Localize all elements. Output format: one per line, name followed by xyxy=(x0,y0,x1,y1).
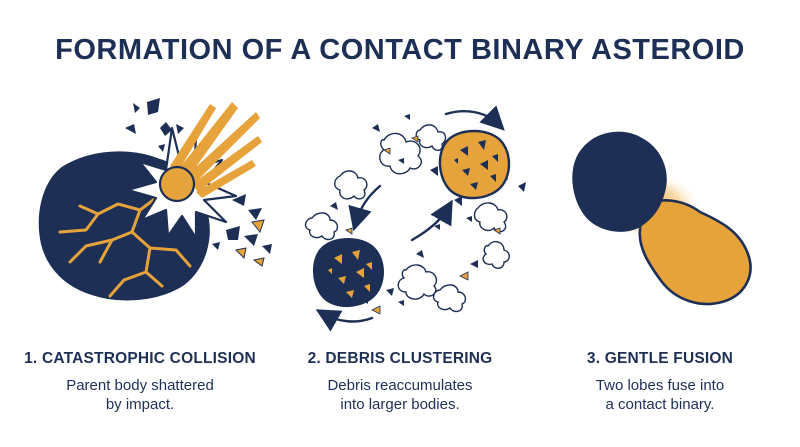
impactor xyxy=(158,165,196,203)
debris-clustering-illustration xyxy=(304,105,526,332)
arrow-bottom xyxy=(315,309,374,332)
page-title: FORMATION OF A CONTACT BINARY ASTEROID xyxy=(55,34,745,66)
step-heading: 3. GENTLE FUSION xyxy=(586,350,734,367)
orange-clump-spots xyxy=(454,140,498,190)
collision-fragments xyxy=(125,98,272,254)
collision-fragments-orange xyxy=(234,219,265,267)
orange-lobe xyxy=(638,199,752,306)
step-collision: 1. CATASTROPHIC COLLISION Parent body sh… xyxy=(10,350,270,414)
step-heading: 1. CATASTROPHIC COLLISION xyxy=(24,350,256,367)
step-debris-clustering: 2. DEBRIS CLUSTERING Debris reaccumulate… xyxy=(270,350,530,414)
arrow-left xyxy=(348,184,382,232)
arrow-right xyxy=(410,199,453,242)
collision-illustration xyxy=(38,98,272,301)
navy-clump-spots xyxy=(328,250,372,298)
step-description: Two lobes fuse into a contact binary. xyxy=(595,377,725,413)
step-description: Debris reaccumulates into larger bodies. xyxy=(327,377,473,413)
arrow-top xyxy=(444,105,505,131)
contact-binary-illustration xyxy=(572,131,752,306)
rotation-arrows xyxy=(315,105,505,332)
step-gentle-fusion: 3. GENTLE FUSION Two lobes fuse into a c… xyxy=(530,350,790,414)
step-description: Parent body shattered by impact. xyxy=(66,377,214,413)
navy-debris-clump xyxy=(313,238,384,307)
navy-lobe xyxy=(572,131,667,232)
impactor-trail xyxy=(170,102,262,198)
step-heading: 2. DEBRIS CLUSTERING xyxy=(307,350,493,367)
orange-debris-clump xyxy=(438,129,511,200)
